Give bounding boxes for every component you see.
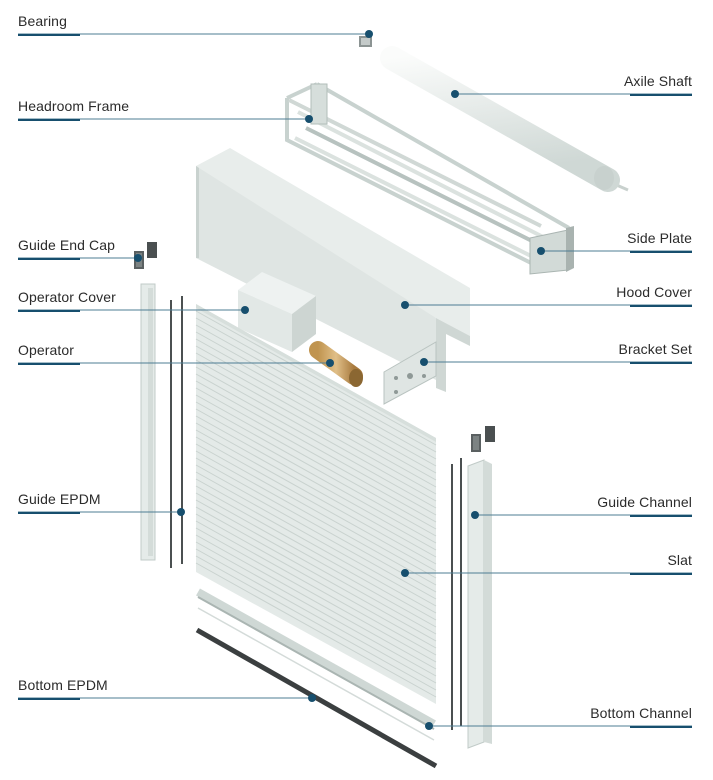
slat-stripe	[195, 548, 437, 684]
bearing-part	[359, 36, 372, 47]
marker-dots	[134, 30, 545, 730]
operator-cover-marker	[241, 306, 249, 314]
slat-stripe	[195, 359, 437, 495]
slat-underline	[630, 573, 692, 575]
slat-stripe	[195, 450, 437, 586]
hood-cover-part	[196, 148, 470, 392]
slat-stripe	[195, 464, 437, 600]
slat-stripe	[195, 520, 437, 656]
operator-cover-part	[238, 272, 316, 352]
label-guide-end-cap: Guide End Cap	[18, 237, 116, 253]
bottom-epdm-underline	[18, 698, 80, 700]
slat-stripe	[195, 345, 437, 481]
side-plate-underline	[630, 251, 692, 253]
right-guide-channel-part	[467, 459, 492, 749]
slat-stripe	[195, 492, 437, 628]
slat-stripe	[195, 310, 437, 446]
slat-stripe	[195, 555, 437, 691]
slat-stripe	[195, 366, 437, 502]
bracket-set-marker	[420, 358, 428, 366]
slat-stripe	[195, 408, 437, 544]
axile-shaft-marker	[451, 90, 459, 98]
guide-channel-underline	[630, 515, 692, 517]
label-guide-channel: Guide Channel	[597, 494, 692, 510]
label-hood-cover: Hood Cover	[616, 284, 692, 300]
operator-part	[309, 341, 363, 387]
left-guide-epdm-part	[170, 296, 183, 568]
operator-cover-underline	[18, 310, 80, 312]
bearing-marker	[365, 30, 373, 38]
hood-cover-underline	[630, 305, 692, 307]
slat-stripe	[195, 387, 437, 523]
slat-part	[195, 304, 437, 704]
label-bottom-channel: Bottom Channel	[590, 705, 692, 721]
slat-stripe	[195, 499, 437, 635]
headroom-end-plate	[310, 83, 328, 125]
headroom-frame-marker	[305, 115, 313, 123]
slat-stripe	[195, 478, 437, 614]
slat-stripe	[195, 506, 437, 642]
operator-underline	[18, 363, 80, 365]
label-bearing: Bearing	[18, 13, 67, 29]
label-side-plate: Side Plate	[627, 230, 692, 246]
slat-stripe	[195, 422, 437, 558]
bottom-epdm-part	[195, 627, 438, 769]
slat-stripe	[195, 317, 437, 453]
hood-cover-marker	[401, 301, 409, 309]
label-axile-shaft: Axile Shaft	[623, 73, 692, 89]
bottom-channel-part	[196, 588, 436, 741]
label-operator: Operator	[18, 342, 75, 358]
slat-stripe	[195, 513, 437, 649]
label-slat: Slat	[667, 552, 692, 568]
side-plate-marker	[537, 247, 545, 255]
slat-stripe	[195, 331, 437, 467]
slat-stripe	[195, 534, 437, 670]
bottom-channel-underline	[630, 726, 692, 728]
guide-epdm-underline	[18, 512, 80, 514]
guide-channel-marker	[471, 511, 479, 519]
slat-stripe	[195, 457, 437, 593]
slat-stripe	[195, 338, 437, 474]
headroom-frame-underline	[18, 119, 80, 121]
right-guide-epdm-part	[451, 458, 462, 730]
bracket-set-underline	[630, 362, 692, 364]
slat-stripe	[195, 324, 437, 460]
slat-stripe	[195, 380, 437, 516]
slat-stripe	[195, 394, 437, 530]
guide-end-cap-marker	[134, 254, 142, 262]
guide-end-cap-underline	[18, 258, 80, 260]
slat-stripe	[195, 352, 437, 488]
slat-stripe	[195, 429, 437, 565]
slat-stripe	[195, 401, 437, 537]
bearing-underline	[18, 34, 80, 36]
slat-marker	[401, 569, 409, 577]
label-headroom-frame: Headroom Frame	[18, 98, 130, 114]
bottom-channel-marker	[425, 722, 433, 730]
bottom-epdm-marker	[308, 694, 316, 702]
slat-stripe	[195, 415, 437, 551]
axile-shaft-part	[380, 46, 629, 192]
slat-stripe	[195, 436, 437, 572]
label-bottom-epdm: Bottom EPDM	[18, 677, 108, 693]
label-bracket-set: Bracket Set	[618, 341, 692, 357]
label-guide-epdm: Guide EPDM	[18, 491, 101, 507]
slat-stripe	[195, 443, 437, 579]
label-operator-cover: Operator Cover	[18, 289, 116, 305]
headroom-frame-part	[285, 82, 570, 270]
slat-stripe	[195, 373, 437, 509]
slat-stripe	[195, 562, 437, 698]
right-guide-end-cap-part	[471, 426, 495, 452]
slat-stripe	[195, 541, 437, 677]
slat-stripe	[195, 485, 437, 621]
axile-shaft-underline	[630, 94, 692, 96]
side-plate-part	[529, 226, 574, 275]
slat-stripe	[195, 527, 437, 663]
left-guide-channel-part	[140, 283, 156, 561]
guide-epdm-marker	[177, 508, 185, 516]
slat-stripe	[195, 471, 437, 607]
operator-marker	[326, 359, 334, 367]
